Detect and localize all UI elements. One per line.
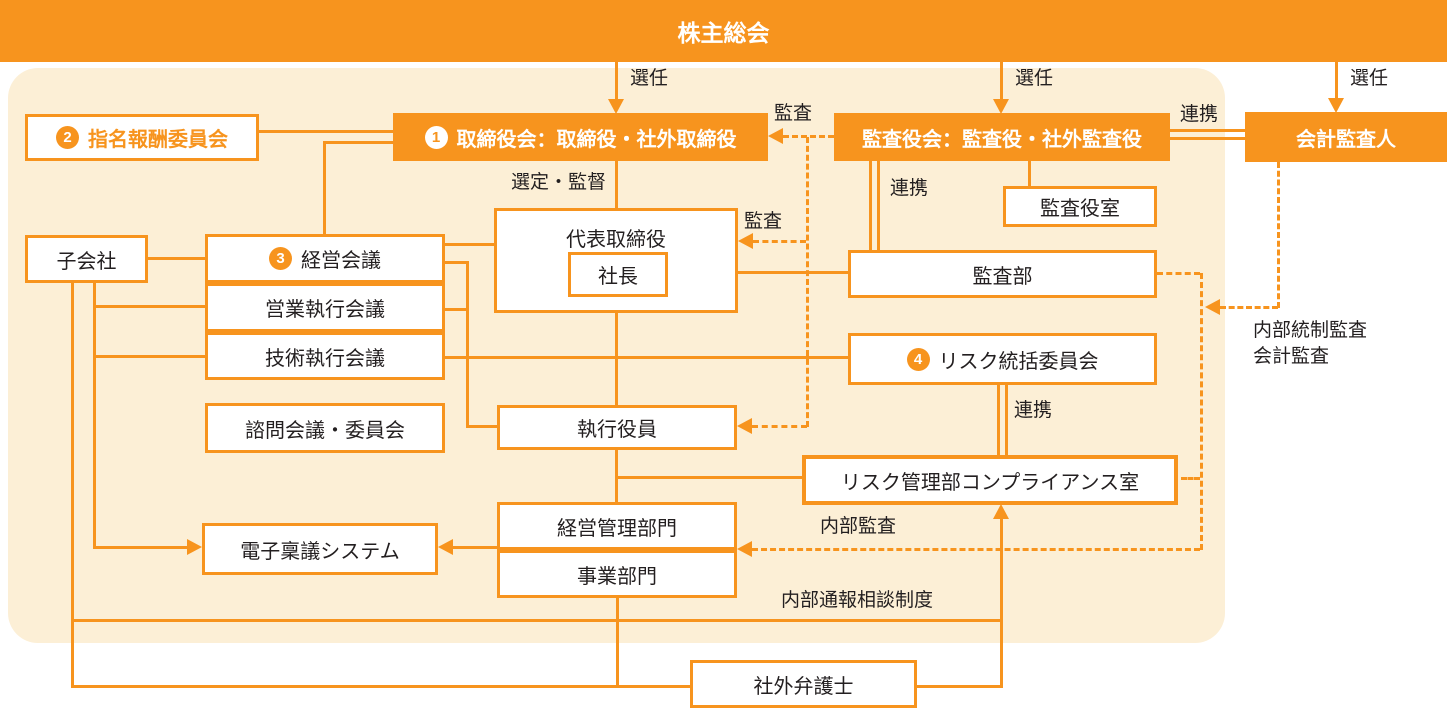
- connector-agm-to-accounting-auditor: [1335, 62, 1338, 99]
- arrowhead-into-ringi-right: [438, 539, 453, 555]
- label-selection-supervision: 選定・監督: [510, 172, 606, 193]
- node-board-of-directors: 1 取締役会：取締役・社外取締役: [393, 113, 768, 161]
- double-line-auditors-auditdept-2: [877, 161, 880, 250]
- label-internal-audit: 内部監査: [820, 516, 897, 537]
- node-subsidiaries: 子会社: [25, 235, 148, 283]
- node-board-of-auditors: 監査役会：監査役・社外監査役: [834, 113, 1170, 161]
- double-line-auditors-accounting-1: [1170, 129, 1245, 132]
- connector-sales-exec-stub: [445, 308, 468, 311]
- dashed-internal-audit-to-divisions: [752, 548, 1200, 551]
- connector-business-division-down: [616, 598, 619, 688]
- node-nomination-compensation-committee: 2 指名報酬委員会: [25, 114, 259, 161]
- arrowhead-audit-board: [768, 128, 783, 144]
- dashed-auditors-to-board: [783, 135, 834, 138]
- connector-agm-to-board: [615, 62, 618, 100]
- shareholders-meeting-banner: 株主総会: [0, 0, 1447, 62]
- label-appointment-auditors: 選任: [1015, 68, 1054, 89]
- shareholders-meeting-title: 株主総会: [677, 20, 770, 46]
- connector-bottom-to-lawyer-left: [71, 685, 690, 688]
- connector-subsidiary-outer-v: [71, 283, 74, 688]
- connector-subsidiary-to-management-meeting: [148, 257, 205, 260]
- label-cooperation-riskdept: 連携: [1014, 400, 1053, 421]
- dashed-accounting-auditor-left: [1220, 306, 1278, 309]
- connector-subsidiary-inner-v: [93, 283, 96, 549]
- arrowhead-audit-representative: [738, 233, 753, 249]
- double-line-auditors-accounting-2: [1170, 137, 1245, 140]
- connector-meetings-to-executive-officers-v: [466, 261, 469, 428]
- connector-president-to-audit-dept: [668, 271, 848, 274]
- connector-auditors-to-audit-office: [1028, 161, 1031, 186]
- dashed-internal-audit-spine: [1200, 273, 1203, 550]
- label-accounting-audit: 会計監査: [1253, 346, 1330, 367]
- node-risk-supervisory-committee: 4 リスク統括委員会: [848, 333, 1157, 385]
- label-cooperation-auditdept: 連携: [890, 178, 929, 199]
- badge-4: 4: [906, 347, 930, 371]
- double-line-riskcommittee-riskdept-1: [997, 385, 1000, 455]
- node-advisory-meetings-committees: 諮問会議・委員会: [205, 403, 445, 453]
- node-accounting-auditor: 会計監査人: [1245, 112, 1447, 162]
- connector-board-to-president: [615, 161, 618, 208]
- arrowhead-into-ringi-left: [187, 539, 202, 555]
- node-corporate-management-division: 経営管理部門: [497, 502, 737, 550]
- connector-divisions-to-ringi: [453, 546, 497, 549]
- arrowhead-accounting-audit: [1205, 299, 1220, 315]
- arrowhead-into-risk-dept: [993, 504, 1009, 519]
- connector-agm-to-auditors: [1000, 62, 1003, 100]
- connector-management-meeting-stub: [445, 261, 468, 264]
- node-technology-execution-meeting: 技術執行会議: [205, 332, 445, 380]
- node-business-division: 事業部門: [497, 550, 737, 598]
- node-outside-lawyer: 社外弁護士: [690, 660, 917, 708]
- badge-2: 2: [56, 126, 79, 149]
- label-internal-control-audit: 内部統制監査: [1253, 320, 1368, 341]
- node-risk-management-compliance-office: リスク管理部コンプライアンス室: [802, 455, 1178, 505]
- connector-representative-to-executive-officers: [615, 313, 618, 405]
- connector-tech-exec-to-risk-committee: [445, 356, 848, 359]
- connector-board-to-management-meeting-h: [323, 141, 393, 144]
- connector-nomination-to-board: [259, 130, 393, 133]
- connector-management-meeting-to-representative: [445, 243, 494, 246]
- connector-meetings-to-executive-officers-h: [466, 425, 497, 428]
- label-appointment-accounting: 選任: [1350, 68, 1389, 89]
- arrowhead-agm-to-board: [608, 99, 624, 114]
- connector-lawyer-to-riser-right: [917, 685, 1003, 688]
- label-whistleblower-system: 内部通報相談制度: [781, 590, 934, 611]
- arrowhead-internal-audit-divisions: [737, 541, 752, 557]
- arrowhead-agm-to-accounting-auditor: [1328, 98, 1344, 113]
- label-audit-board: 監査: [774, 103, 813, 124]
- dashed-auditdept-out: [1157, 272, 1200, 275]
- double-line-riskcommittee-riskdept-2: [1005, 385, 1008, 455]
- node-sales-execution-meeting: 営業執行会議: [205, 283, 445, 332]
- dashed-audit-to-executive-officers: [752, 425, 807, 428]
- connector-board-to-management-meeting-v: [323, 141, 326, 234]
- arrowhead-audit-executive-officers: [737, 418, 752, 434]
- node-audit-department: 監査部: [848, 250, 1157, 298]
- connector-whistleblower-line: [71, 619, 1003, 622]
- double-line-auditors-auditdept-1: [869, 161, 872, 250]
- dashed-audit-to-representative: [753, 240, 806, 243]
- connector-executive-officers-to-risk-dept: [615, 476, 802, 479]
- node-representative-director: 代表取締役 社長: [494, 208, 738, 313]
- dashed-audit-spine: [806, 137, 809, 427]
- connector-subsidiary-to-ringi: [93, 546, 189, 549]
- arrowhead-agm-to-auditors: [993, 99, 1009, 114]
- connector-riser-to-risk-dept: [1000, 518, 1003, 688]
- node-executive-officers: 執行役員: [497, 405, 737, 450]
- node-electronic-ringi-system: 電子稟議システム: [202, 523, 438, 575]
- badge-3: 3: [269, 247, 292, 270]
- label-appointment-board: 選任: [630, 68, 669, 89]
- badge-1: 1: [424, 125, 448, 149]
- label-cooperation-accounting: 連携: [1180, 104, 1219, 125]
- node-president: 社長: [568, 252, 668, 297]
- label-audit-representative: 監査: [744, 211, 783, 232]
- node-auditors-office: 監査役室: [1003, 186, 1157, 227]
- dashed-risk-dept-to-audit-spine: [1181, 477, 1200, 480]
- dashed-accounting-auditor-down: [1277, 162, 1280, 308]
- node-management-meeting: 3 経営会議: [205, 234, 445, 283]
- connector-subsidiary-to-sales-exec: [93, 305, 205, 308]
- connector-subsidiary-to-tech-exec: [93, 355, 205, 358]
